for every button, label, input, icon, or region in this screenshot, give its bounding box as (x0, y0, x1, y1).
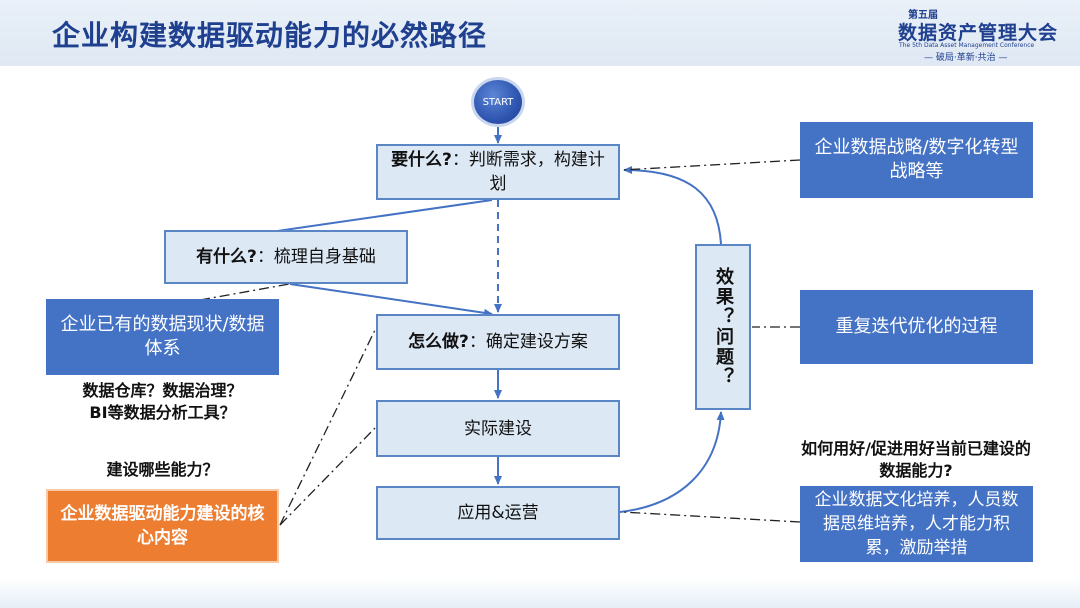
culture-box: 企业数据文化培养，人员数据思维培养，人才能力积累，激励举措 (800, 486, 1033, 562)
step1-text: ：判断需求，构建计划 (451, 150, 605, 194)
usage-question: 如何用好/促进用好当前已建设的数据能力? (801, 439, 1031, 480)
question-bi: BI等数据分析工具？ (89, 403, 236, 422)
link-core-step4 (279, 427, 376, 526)
start-node: START (471, 77, 525, 127)
link-core-step3 (279, 329, 376, 526)
logo-name: 数据资产管理大会 (898, 22, 1059, 44)
step5-text: 应用&运营 (457, 503, 539, 523)
feedback-box: 效果？问题？ (695, 244, 751, 410)
arrow-feedback-step1 (623, 166, 722, 245)
strategy-box: 企业数据战略/数字化转型战略等 (800, 122, 1033, 198)
step2-keyword: 有什么? (196, 247, 257, 267)
arrow-step2-step3 (289, 283, 493, 317)
conference-logo: 第五届 数据资产管理大会 The 5th Data Asset Manageme… (880, 6, 1070, 63)
step1-keyword: 要什么? (391, 150, 452, 170)
arrow-step5-feedback (619, 411, 725, 513)
iterate-box: 重复迭代优化的过程 (800, 290, 1033, 364)
step-what-needed: 要什么?：判断需求，构建计划 (376, 144, 620, 200)
iterate-text: 重复迭代优化的过程 (835, 316, 998, 337)
culture-text: 企业数据文化培养，人员数据思维培养，人才能力积累，激励举措 (814, 490, 1019, 558)
feedback-text: 效果？问题？ (713, 267, 734, 387)
strategy-text: 企业数据战略/数字化转型战略等 (814, 137, 1019, 182)
bottom-band (0, 578, 1080, 608)
logo-edition: 第五届 (908, 10, 938, 21)
status-text: 企业已有的数据现状/数据体系 (60, 314, 265, 359)
status-box: 企业已有的数据现状/数据体系 (46, 299, 279, 375)
step-build: 实际建设 (376, 400, 620, 457)
link-culture-step5 (621, 511, 801, 523)
logo-english: The 5th Data Asset Management Conference (899, 42, 1035, 49)
arrow-step1-step2 (249, 199, 493, 238)
header-band (0, 0, 1080, 66)
step-how: 怎么做?：确定建设方案 (376, 314, 620, 370)
step-operate: 应用&运营 (376, 486, 620, 540)
step3-keyword: 怎么做? (408, 332, 469, 352)
step-what-have: 有什么?：梳理自身基础 (164, 230, 408, 284)
link-status-step2 (199, 282, 296, 301)
core-content-text: 企业数据驱动能力建设的核心内容 (60, 504, 265, 548)
step3-text: ：确定建设方案 (468, 332, 588, 352)
link-strategy-step1 (621, 159, 801, 171)
question-warehouse: 数据仓库？数据治理？ (82, 381, 243, 400)
question-capabilities: 建设哪些能力？ (106, 460, 219, 479)
step4-text: 实际建设 (464, 418, 532, 439)
core-content-box: 企业数据驱动能力建设的核心内容 (46, 489, 279, 563)
step2-text: ：梳理自身基础 (256, 247, 376, 267)
page-title: 企业构建数据驱动能力的必然路径 (52, 19, 488, 52)
logo-slogan: — 破局·革新·共治 — (924, 53, 1008, 63)
